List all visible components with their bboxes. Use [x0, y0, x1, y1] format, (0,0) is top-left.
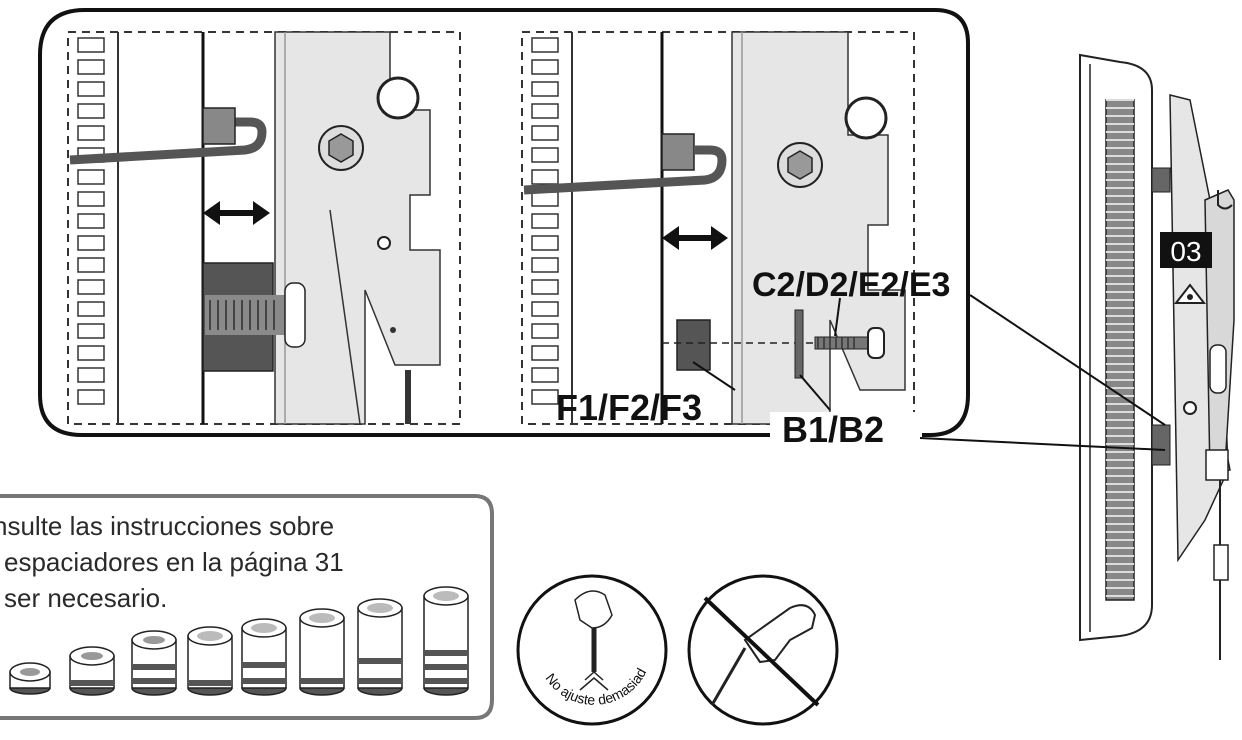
spacer-sizes-row: [9, 586, 469, 696]
mount-spacer-bottom: [1151, 424, 1171, 466]
power-drill-icon: [743, 604, 817, 664]
step-number: 03: [1170, 236, 1201, 267]
detail-view-with-spacer: [67, 31, 461, 425]
screw-head: [377, 236, 391, 250]
tv-back-fins-2: [531, 37, 559, 405]
bracket-hook-ring-2: [844, 96, 888, 140]
cable-plug-2: [661, 133, 695, 171]
spacer-note-text: nsulte las instrucciones sobre espaciado…: [0, 508, 500, 616]
tv-side-view: 03: [1079, 53, 1235, 660]
callout-connector-top: [969, 294, 1166, 426]
bolt-part: [814, 327, 885, 359]
spacer-installed: [202, 262, 306, 372]
gap-double-arrow-icon-2: [662, 226, 728, 250]
callout-connector-bottom: [919, 437, 1166, 451]
washer-label: B1/B2: [782, 409, 884, 450]
bolt-label: C2/D2/E2/E3: [752, 266, 950, 304]
bracket-hook-ring: [376, 76, 420, 120]
step-badge: [1160, 232, 1212, 268]
gap-double-arrow-icon: [203, 201, 270, 225]
cable-plug: [202, 107, 236, 145]
washer-part: [794, 309, 804, 379]
no-power-drill-circle: [687, 574, 839, 726]
prohibited-slash: [703, 596, 820, 707]
note-line-2: espaciadores en la página 31: [4, 547, 344, 577]
spacer-note-box: [0, 494, 494, 720]
note-line-1: nsulte las instrucciones sobre: [0, 511, 335, 541]
tv-back-fins: [77, 37, 105, 405]
note-line-3: ser necesario.: [4, 583, 168, 613]
detail-view-exploded: [521, 31, 915, 425]
wall-bracket-2: [731, 31, 906, 425]
mount-spacer-top: [1151, 167, 1171, 193]
spacer-label: F1/F2/F3: [556, 387, 702, 428]
wall-bracket: [274, 31, 441, 425]
